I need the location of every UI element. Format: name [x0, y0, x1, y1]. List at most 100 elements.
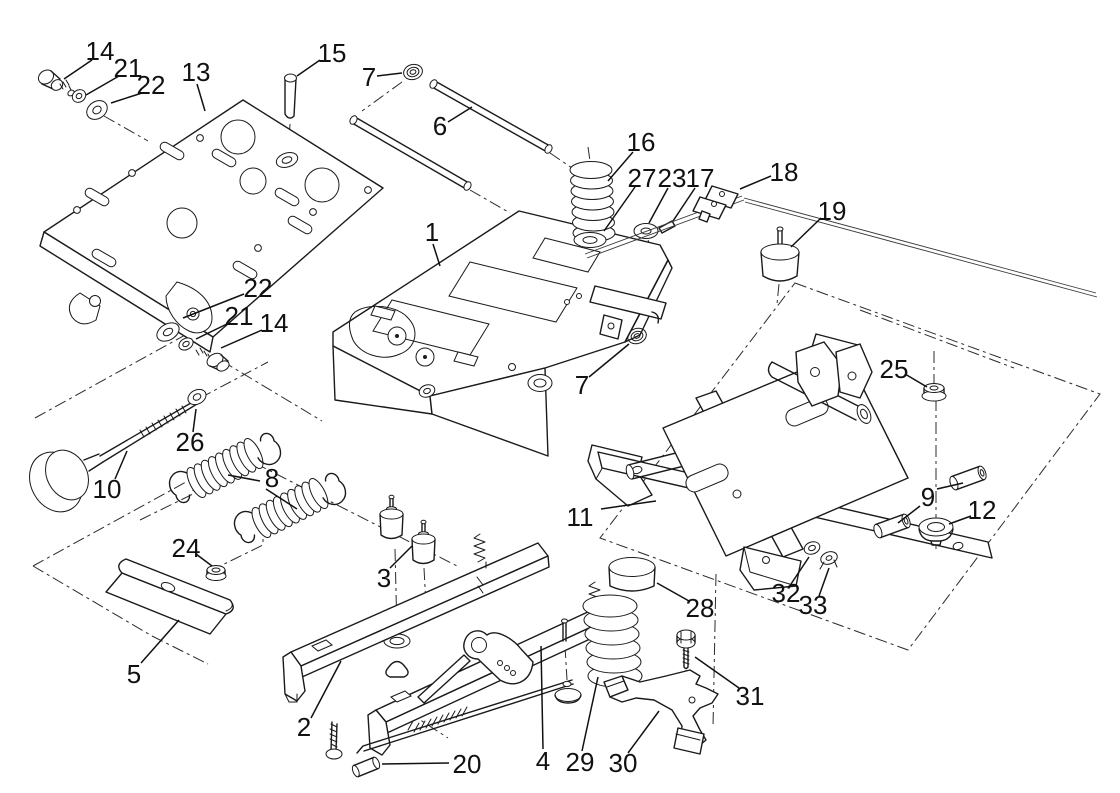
leader-line: [432, 243, 441, 267]
cap-28: [608, 557, 656, 592]
part-callout-12: 12: [968, 495, 997, 525]
cup-washer-12: [918, 517, 954, 546]
leader-line: [603, 186, 636, 232]
leader-line: [195, 553, 213, 567]
part-callout-21: 21: [114, 53, 143, 83]
latch-bracket-18: [584, 185, 1098, 298]
part-callout-6: 6: [433, 111, 447, 141]
part-callout-16: 16: [627, 127, 656, 157]
part-callout-26: 26: [176, 427, 205, 457]
leader-line: [818, 567, 830, 597]
part-callout-17: 17: [686, 163, 715, 193]
slide-bracket-5: [105, 558, 234, 635]
part-callout-28: 28: [686, 593, 715, 623]
leader-line: [381, 762, 450, 765]
part-callout-2: 2: [297, 712, 311, 742]
part-callout-32: 32: [772, 578, 801, 608]
coil-spring-16: [569, 161, 616, 242]
leader-line: [220, 329, 263, 349]
part-callout-14: 14: [260, 308, 289, 338]
flange-nut-25: [921, 383, 947, 402]
seat-track-rail-2: [282, 533, 550, 703]
callout-leader-lines: [63, 59, 972, 765]
flange-washer-7-upper: [403, 63, 423, 81]
leader-line: [196, 83, 206, 112]
seat-track-rail-4: [356, 581, 630, 756]
adjuster-screw-and-pad: [325, 618, 582, 760]
part-callout-10: 10: [93, 474, 122, 504]
part-callout-5: 5: [127, 659, 141, 689]
part-callout-21: 21: [225, 301, 254, 331]
part-11-lower-frame: [587, 333, 993, 591]
leader-line: [627, 710, 660, 754]
part-callout-22: 22: [137, 70, 166, 100]
leader-line: [447, 106, 473, 123]
leader-line: [694, 656, 740, 689]
part-callout-11: 11: [567, 502, 594, 532]
leader-line: [948, 515, 972, 525]
part-callout-25: 25: [880, 354, 909, 384]
leader-line: [192, 408, 197, 433]
part-callout-24: 24: [172, 533, 201, 563]
clevis-pin-15: [284, 73, 297, 119]
leader-line: [140, 619, 180, 664]
extension-springs-8: [168, 432, 347, 544]
leader-line: [588, 343, 630, 378]
roller-pin-20: [351, 756, 381, 778]
leader-line: [648, 187, 669, 224]
leader-line: [607, 151, 634, 182]
part-callout-7: 7: [575, 370, 589, 400]
leader-line: [540, 645, 544, 750]
part-callout-1: 1: [425, 217, 439, 247]
rubber-bumper-19: [760, 226, 800, 282]
part-1-seat-base-plate: [332, 210, 673, 457]
part-callout-33: 33: [799, 590, 828, 620]
leader-line: [182, 293, 245, 319]
bolt-14-washer-21-washer-22-upper: [37, 69, 108, 120]
roll-pin-17: [658, 220, 676, 234]
part-callout-8: 8: [265, 463, 279, 493]
part-callout-14: 14: [86, 36, 115, 66]
leader-line: [110, 92, 143, 104]
leader-line: [904, 373, 928, 388]
leader-line: [63, 59, 93, 80]
hex-bolt-31: [676, 629, 696, 670]
part-callout-4: 4: [536, 746, 550, 776]
washer-32: [803, 541, 821, 555]
leader-line: [790, 217, 822, 248]
leader-line: [265, 488, 298, 510]
leader-line: [296, 59, 321, 77]
coil-spring-29: [582, 594, 643, 688]
part-callout-19: 19: [818, 196, 847, 226]
leader-line: [389, 545, 413, 569]
leader-line: [227, 474, 261, 482]
part-callout-15: 15: [318, 38, 347, 68]
part-callout-27: 27: [628, 163, 657, 193]
washer-26: [187, 388, 207, 406]
leader-line: [310, 660, 342, 719]
leader-line: [376, 72, 403, 77]
part-callout-31: 31: [736, 681, 765, 711]
part-callout-7: 7: [362, 62, 376, 92]
leader-line: [114, 450, 128, 480]
pivot-rods-6: [349, 79, 553, 191]
leader-line: [790, 556, 810, 585]
part-callout-29: 29: [566, 747, 595, 777]
part-callout-22: 22: [244, 273, 273, 303]
flange-nut-24: [205, 565, 227, 581]
leader-line: [897, 505, 921, 524]
leader-line: [195, 322, 230, 340]
part-13-mounting-plate: [39, 99, 384, 353]
part-callout-20: 20: [453, 749, 482, 779]
part-callout-18: 18: [770, 157, 799, 187]
leader-line: [656, 582, 690, 602]
adjuster-knob-10: [29, 399, 198, 513]
part-callout-3: 3: [377, 563, 391, 593]
leader-line: [85, 75, 120, 96]
speed-nut-33: [819, 551, 838, 570]
leader-line: [936, 482, 964, 490]
part-callout-13: 13: [182, 57, 211, 87]
